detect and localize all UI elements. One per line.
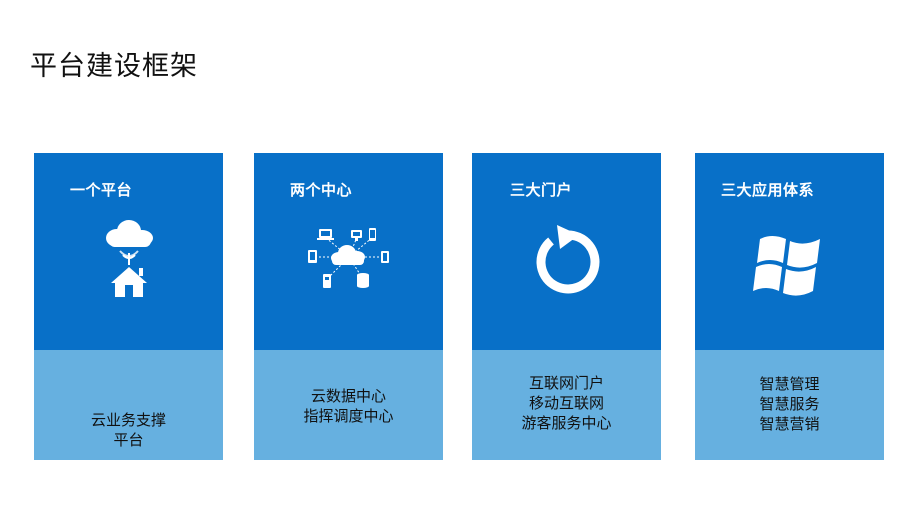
desc-line: 互联网门户 [528, 374, 604, 392]
card-body: 云数据中心 指挥调度中心 [254, 350, 443, 460]
desc-line: 游客服务中心 [521, 414, 612, 432]
card-header: 三大门户 [472, 153, 661, 350]
desc-line: 云业务支撑 [90, 411, 166, 429]
card-desc: 云数据中心 指挥调度中心 [254, 350, 443, 460]
card-header: 一个平台 [34, 153, 223, 350]
desc-line: 指挥调度中心 [303, 407, 394, 425]
card-body: 互联网门户 移动互联网 游客服务中心 [472, 350, 661, 460]
card-desc: 智慧管理 智慧服务 智慧营销 [695, 350, 884, 460]
card-body: 云业务支撑 平台 [34, 350, 223, 460]
desc-line: 智慧管理 [759, 375, 820, 393]
desc-line: 智慧服务 [759, 395, 820, 413]
card-title: 两个中心 [290, 181, 353, 199]
card-header: 三大应用体系 [695, 153, 884, 350]
desc-line: 云数据中心 [310, 387, 386, 405]
cloud-network-icon [254, 217, 443, 327]
card-desc: 互联网门户 移动互联网 游客服务中心 [472, 350, 661, 460]
card-title: 三大应用体系 [721, 181, 815, 199]
card-body: 智慧管理 智慧服务 智慧营销 [695, 350, 884, 460]
card-header: 两个中心 [254, 153, 443, 350]
desc-line: 平台 [113, 431, 144, 449]
cloud-home-icon [34, 217, 223, 327]
card-title: 一个平台 [70, 181, 133, 199]
desc-line: 智慧营销 [759, 415, 820, 433]
card-title: 三大门户 [510, 181, 573, 199]
windows-icon [695, 217, 884, 327]
desc-line: 移动互联网 [528, 394, 604, 412]
card-applications: 三大应用体系 智慧管理 智慧服务 智慧营销 [695, 153, 884, 460]
page-title: 平台建设框架 [30, 51, 198, 82]
card-platform: 一个平台 [34, 153, 223, 460]
refresh-icon [472, 217, 661, 327]
card-centers: 两个中心 [254, 153, 443, 460]
card-portals: 三大门户 互联网门户 移动互联网 游客服务中心 [472, 153, 661, 460]
card-desc: 云业务支撑 平台 [34, 350, 223, 460]
